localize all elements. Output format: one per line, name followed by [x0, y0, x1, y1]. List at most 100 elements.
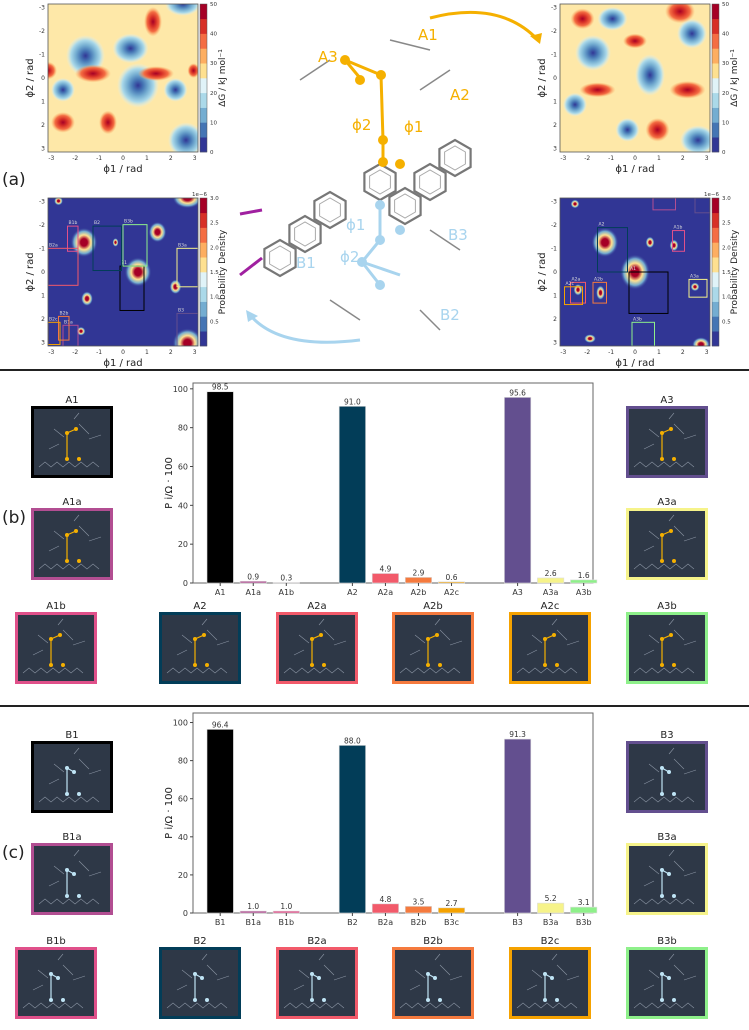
y-axis-label: P i/Ω · 100: [164, 457, 175, 509]
thumbnail-label: B1b: [46, 936, 66, 947]
aromatic-ring: [438, 138, 472, 178]
colorbar-segment: [200, 198, 207, 214]
density-peak: [169, 279, 182, 295]
thumbnail-label: B3b: [657, 936, 677, 947]
colorbar-tick-label: 0: [722, 150, 726, 156]
bar-value-label: 95.6: [509, 388, 526, 397]
bar: [371, 573, 399, 584]
state-box: [67, 225, 79, 252]
colorbar-segment: [200, 63, 207, 79]
density-peak: [54, 198, 63, 206]
state-box: [597, 227, 628, 273]
low-energy-region: [163, 78, 188, 102]
aromatic-ring-inner: [394, 193, 416, 219]
state-box-label: A2: [599, 222, 605, 228]
conformer-thumbnail: B3b: [626, 936, 708, 1019]
high-energy-region: [645, 117, 670, 142]
thumbnail-label: A1b: [46, 601, 66, 612]
bar-value-label: 0.3: [280, 573, 292, 582]
x-tick-label: 1: [657, 349, 661, 356]
y-tick-label: 40: [178, 501, 188, 510]
low-energy-region: [635, 54, 665, 96]
high-energy-region: [144, 6, 162, 37]
bond-tbutyl: [419, 309, 441, 331]
state-box-label: B2b: [60, 310, 69, 316]
bar: [206, 729, 234, 914]
colorbar-tick-label: 50: [210, 2, 217, 8]
arrow-to-b-map: [248, 314, 361, 344]
high-energy-region: [579, 82, 616, 98]
y-tick-label: 80: [178, 757, 188, 766]
y-tick-label: 0: [41, 75, 45, 82]
x-axis-label: ϕ1 / rad: [615, 164, 654, 175]
high-energy-region: [75, 64, 111, 83]
density-peak: [148, 221, 167, 243]
thumbnail-label: A2: [193, 601, 207, 612]
thumbnail-label: A1a: [62, 497, 82, 508]
bar-value-label: 96.4: [212, 720, 229, 729]
colorbar-tick-label: 10: [210, 120, 217, 126]
atom-a: [376, 70, 386, 80]
y-tick-label: 40: [178, 833, 188, 842]
colorbar-segment: [200, 48, 207, 64]
state-box-label: B3a: [178, 242, 187, 248]
conformer-image: [276, 947, 358, 1019]
state-box-label: B2: [94, 220, 100, 226]
conformer-sketch: [633, 747, 697, 803]
colorbar-tick-label: 2.5: [210, 221, 219, 227]
thumbnail-label: A2b: [423, 601, 443, 612]
conformer-thumbnail: A1: [31, 395, 113, 478]
y-axis-label: ϕ2 / rad: [25, 252, 36, 291]
bar-value-label: 4.9: [379, 564, 391, 573]
atom-a: [395, 159, 405, 169]
y-tick-label: 0: [553, 75, 557, 82]
high-energy-region: [48, 61, 57, 80]
aromatic-ring: [263, 238, 297, 278]
y-tick-label: 3: [553, 340, 557, 347]
conformer-thumbnail: B2: [159, 936, 241, 1019]
x-tick-label: A1: [215, 588, 226, 597]
y-tick-label: 20: [178, 871, 188, 880]
atom-a: [340, 55, 350, 65]
x-tick-label: B3: [512, 918, 523, 927]
colorbar-segment: [712, 137, 719, 153]
y-tick-label: -1: [39, 245, 45, 252]
thumbnail-label: B2a: [307, 936, 327, 947]
high-energy-region: [669, 80, 706, 99]
colorbar-segment: [712, 4, 719, 20]
bar: [239, 910, 267, 914]
bar-value-label: 88.0: [344, 736, 361, 745]
heatmap: [560, 4, 710, 152]
colorbar-tick-label: 1.5: [722, 270, 731, 276]
aromatic-ring: [388, 186, 422, 226]
colorbar-segment: [200, 286, 207, 302]
x-tick-label: 1: [145, 349, 149, 356]
x-tick-label: 3: [193, 349, 197, 356]
y-tick-label: 1: [41, 293, 45, 300]
colorbar-segment: [712, 257, 719, 273]
bar: [338, 406, 366, 584]
state-box: [631, 321, 655, 346]
density-peak: [573, 283, 583, 296]
conformer-thumbnail: A2: [159, 601, 241, 684]
bond-tbutyl: [299, 59, 331, 81]
low-energy-region: [112, 33, 149, 64]
atom-b: [375, 280, 385, 290]
conformer-sketch: [38, 849, 102, 905]
y-tick-label: -3: [39, 198, 45, 205]
colorbar-tick-label: 0.5: [210, 319, 219, 325]
colorbar-tick-label: 50: [722, 2, 729, 8]
aromatic-ring-inner: [419, 169, 441, 195]
bar: [239, 580, 267, 584]
x-tick-label: A3: [512, 588, 523, 597]
conformer-image: [31, 843, 113, 915]
divider: [0, 705, 749, 707]
colorbar-segment: [200, 18, 207, 34]
bond-a: [379, 74, 385, 141]
colorbar-segment: [200, 301, 207, 317]
bar: [404, 577, 432, 584]
y-tick-label: 2: [41, 122, 45, 129]
state-box: [570, 281, 586, 304]
